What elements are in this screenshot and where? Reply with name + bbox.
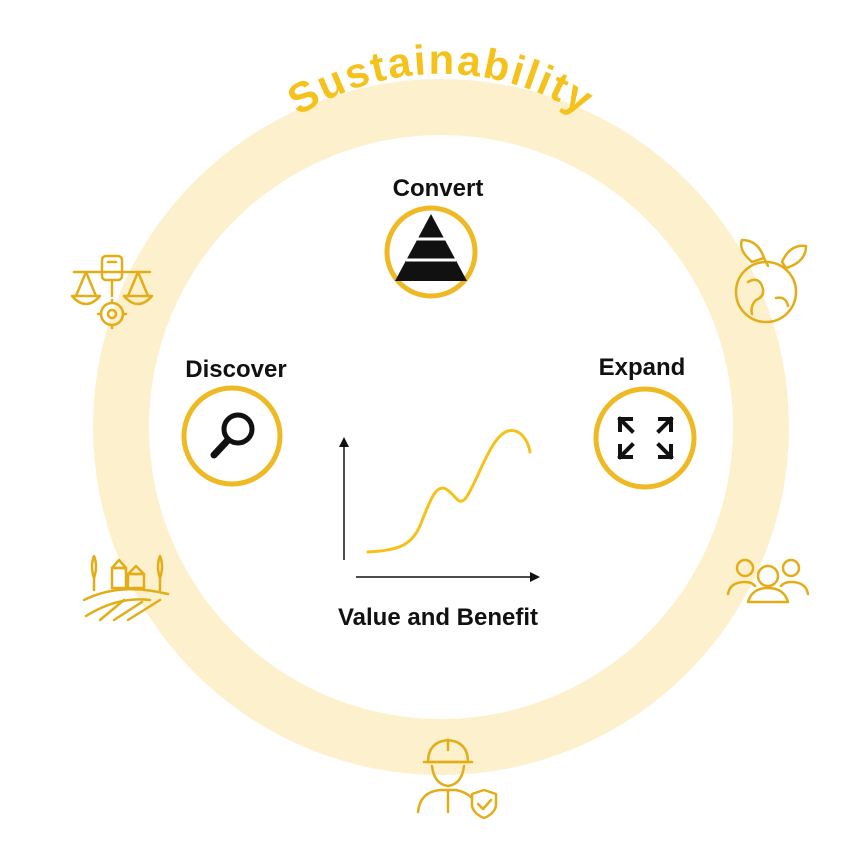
convert-label: Convert [393,175,484,202]
inner-circle [149,135,733,719]
justice-scales-fist-gear-icon [70,254,154,330]
community-people-icon [726,558,810,604]
y-axis-arrow [339,437,349,447]
chart-label: Value and Benefit [338,604,538,631]
discover-badge [181,385,283,487]
convert-badge [384,205,478,299]
growth-curve [366,429,532,554]
worker-helmet-shield-icon [416,738,498,820]
leaf-globe-icon [734,238,808,324]
pyramid-icon [395,214,467,281]
x-axis-arrow [530,572,540,582]
farm-fields-icon [82,554,170,622]
expand-badge [593,386,697,490]
growth-chart [339,429,540,582]
expand-arrows-icon [617,416,674,460]
expand-label: Expand [599,354,686,381]
discover-label: Discover [185,356,286,383]
magnifier-icon [210,412,255,459]
